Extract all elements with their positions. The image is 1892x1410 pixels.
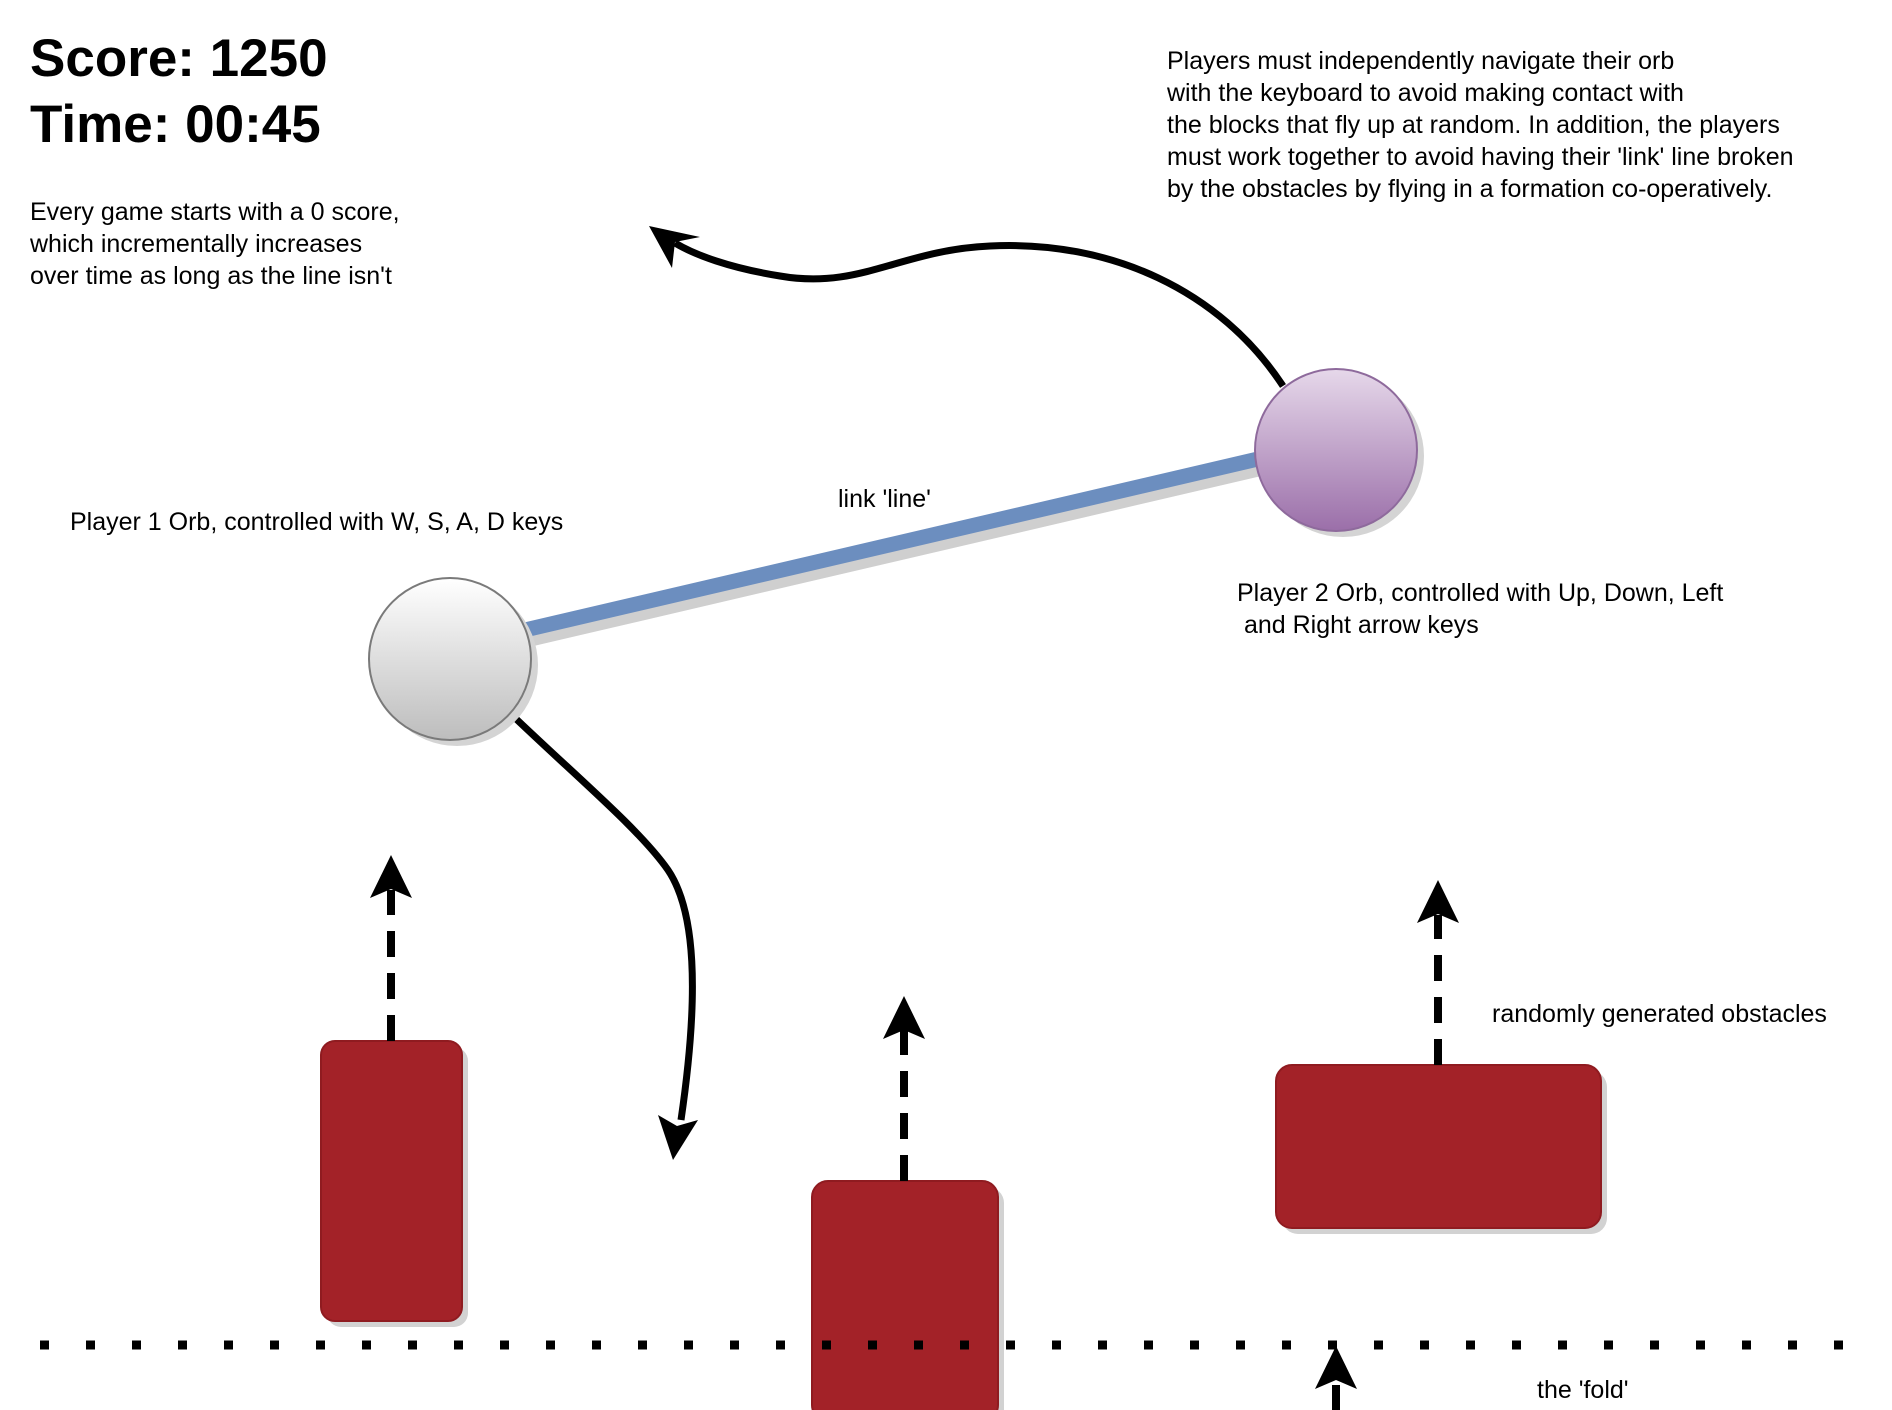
obstacle-block xyxy=(1275,1064,1607,1234)
player2-label-line: Player 2 Orb, controlled with Up, Down, … xyxy=(1237,579,1724,607)
player2-label: Player 2 Orb, controlled with Up, Down, … xyxy=(1237,577,1723,641)
curved-arrow-to-obstacles xyxy=(509,712,698,1160)
player1-label: Player 1 Orb, controlled with W, S, A, D… xyxy=(70,508,564,536)
obstacle-up-arrow xyxy=(370,855,412,1041)
player2-label-line: and Right arrow keys xyxy=(1237,611,1479,639)
time-display: Time: 00:45 xyxy=(30,95,321,154)
score-display: Score: 1250 xyxy=(30,29,328,88)
link-line-shadow xyxy=(458,457,1284,663)
player2-orb xyxy=(1254,368,1424,537)
link-line xyxy=(450,447,1277,655)
fold-up-arrow xyxy=(1315,1346,1357,1410)
link-line-label: link 'line' xyxy=(838,485,931,513)
obstacle-block xyxy=(320,1040,468,1327)
rules-note-line: by the obstacles by flying in a formatio… xyxy=(1167,175,1773,203)
fold-label: the 'fold' xyxy=(1537,1376,1629,1404)
obstacle-up-arrow xyxy=(883,996,925,1181)
obstacles-label: randomly generated obstacles xyxy=(1492,1000,1827,1028)
rules-note: Players must independently navigate thei… xyxy=(1167,45,1794,205)
rules-note-line: Players must independently navigate thei… xyxy=(1167,47,1675,75)
score-note-line: which incrementally increases xyxy=(30,230,363,258)
rules-note-line: must work together to avoid having their… xyxy=(1167,143,1794,171)
rules-note-line: the blocks that fly up at random. In add… xyxy=(1167,111,1780,139)
curved-arrow-to-score-note xyxy=(649,226,1286,388)
obstacle-block xyxy=(811,1180,1004,1410)
score-note-line: Every game starts with a 0 score, xyxy=(30,198,400,226)
hud: Score: 1250 Time: 00:45 xyxy=(30,26,328,158)
player1-orb xyxy=(368,577,538,746)
obstacle-up-arrow xyxy=(1417,880,1459,1065)
rules-note-line: with the keyboard to avoid making contac… xyxy=(1167,79,1684,107)
score-note: Every game starts with a 0 score, which … xyxy=(30,196,400,292)
score-note-line: over time as long as the line isn't xyxy=(30,262,392,290)
